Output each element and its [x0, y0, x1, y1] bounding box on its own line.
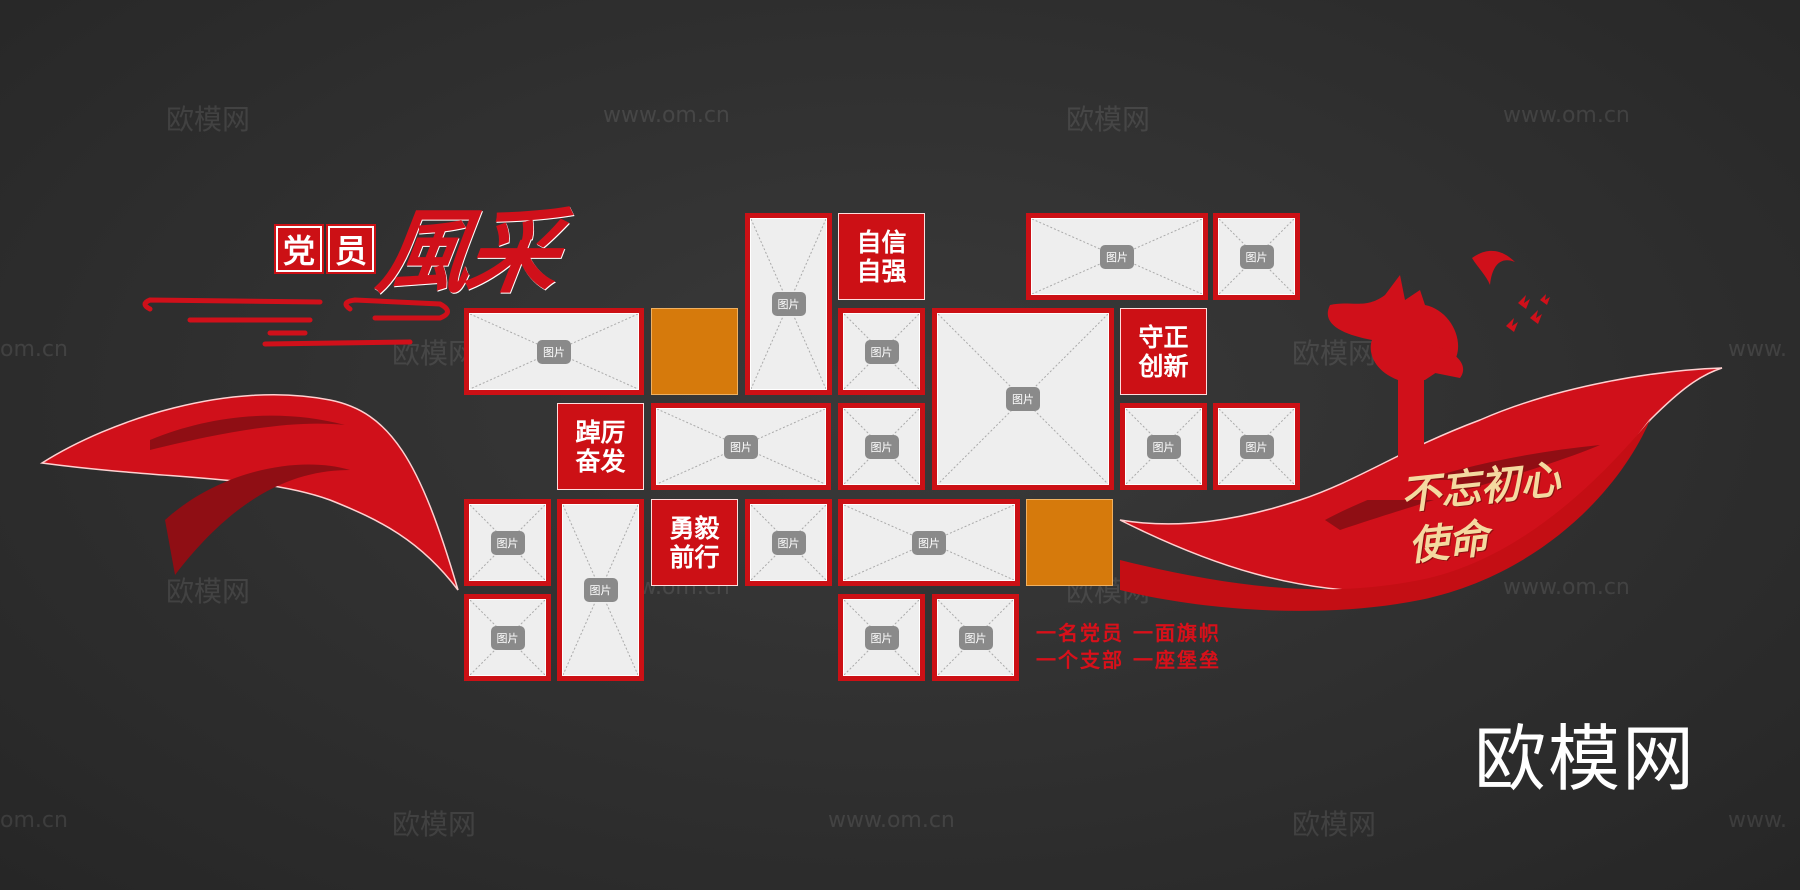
photo-placeholder-label: 图片	[912, 530, 946, 555]
orange-panel	[651, 308, 738, 395]
photo-frame: 图片	[1213, 403, 1300, 490]
photo-frame: 图片	[464, 308, 644, 395]
photo-frame: 图片	[651, 403, 831, 490]
photo-frame: 图片	[464, 499, 551, 586]
photo-placeholder-label: 图片	[1239, 244, 1274, 269]
cloud-swirl-icon	[142, 297, 450, 347]
photo-frame: 图片	[838, 403, 925, 490]
photo-frame: 图片	[838, 499, 1020, 586]
photo-frame: 图片	[464, 594, 551, 681]
photo-frame: 图片	[1120, 403, 1207, 490]
slogan-line-2: 一个支部 一座堡垒	[1036, 648, 1221, 672]
photo-placeholder-label: 图片	[537, 339, 571, 364]
slogan-line-1: 一名党员 一面旗帜	[1036, 621, 1221, 645]
photo-placeholder-label: 图片	[864, 625, 899, 650]
photo-placeholder-label: 图片	[490, 625, 525, 650]
photo-placeholder-label: 图片	[1100, 244, 1134, 269]
left-ribbon-icon	[39, 393, 459, 591]
photo-frame: 图片	[1026, 213, 1208, 300]
photo-placeholder-label: 图片	[490, 530, 525, 555]
photo-frame: 图片	[1213, 213, 1300, 300]
photo-frame: 图片	[932, 594, 1019, 681]
text-block-dengli: 踔厉奋发	[557, 403, 644, 490]
photo-frame: 图片	[557, 499, 644, 681]
huabiao-pillar-icon	[1327, 275, 1470, 500]
photo-placeholder-label: 图片	[864, 434, 899, 459]
flying-birds-icon	[1472, 250, 1550, 332]
photo-placeholder-label: 图片	[864, 339, 899, 364]
photo-placeholder-label: 图片	[958, 625, 993, 650]
title-chip-yuan: 员	[328, 226, 374, 272]
photo-placeholder-label: 图片	[1146, 434, 1181, 459]
text-block-yongyi: 勇毅前行	[651, 499, 738, 586]
photo-placeholder-label: 图片	[771, 530, 806, 555]
photo-placeholder-label: 图片	[1239, 434, 1274, 459]
photo-frame: 图片	[932, 308, 1114, 490]
photo-placeholder-label: 图片	[724, 434, 758, 459]
photo-placeholder-label: 图片	[771, 292, 806, 316]
title-calligraphy: 風采	[371, 198, 563, 306]
orange-panel	[1026, 499, 1113, 586]
photo-frame: 图片	[745, 499, 832, 586]
gold-text-line-2: 使命	[1406, 514, 1491, 571]
brand-logo: 欧模网	[1474, 717, 1697, 801]
photo-frame: 图片	[838, 594, 925, 681]
title-chip-dang: 党	[276, 226, 322, 272]
photo-frame: 图片	[838, 308, 925, 395]
text-block-zixin: 自信自强	[838, 213, 925, 300]
photo-placeholder-label: 图片	[583, 578, 618, 602]
photo-placeholder-label: 图片	[1006, 387, 1040, 411]
photo-frame: 图片	[745, 213, 832, 395]
text-block-shouzheng: 守正创新	[1120, 308, 1207, 395]
